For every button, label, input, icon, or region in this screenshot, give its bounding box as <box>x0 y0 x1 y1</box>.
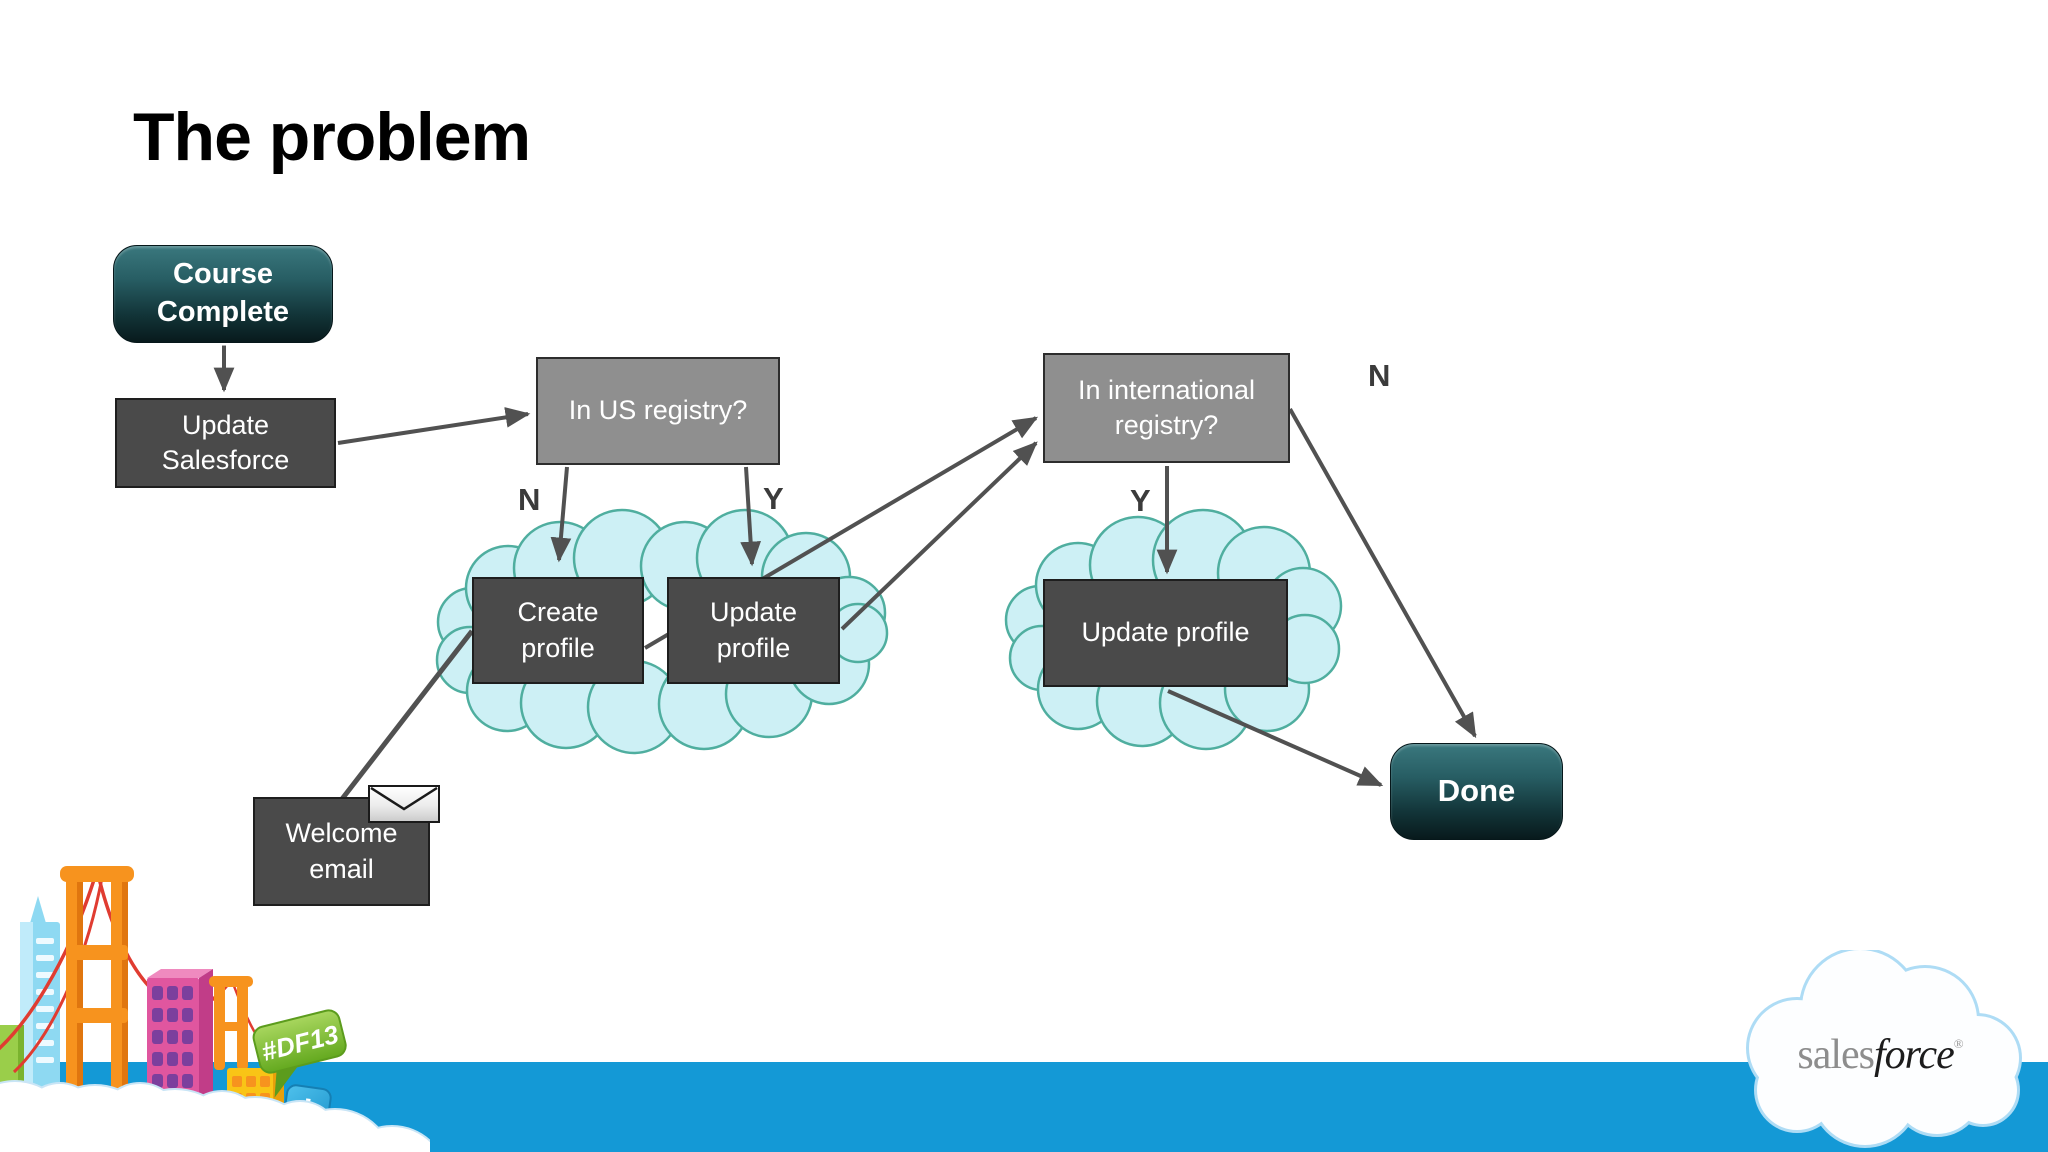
node-intl-registry: In international registry? <box>1043 353 1290 463</box>
small-bridge-tower <box>209 976 253 1070</box>
node-update-salesforce: Update Salesforce <box>115 398 336 488</box>
node-done: Done <box>1390 743 1563 840</box>
node-create-profile: Create profile <box>472 577 644 684</box>
logo-text-force: force <box>1874 1032 1954 1078</box>
svg-text:salesforce®: salesforce® <box>1797 1032 1963 1078</box>
node-us-registry: In US registry? <box>536 357 780 465</box>
arrow-usreg-y-update <box>740 466 761 567</box>
page-title: The problem <box>133 99 531 175</box>
dreamforce-city-illustration: #DF13 + <box>0 866 430 1152</box>
df13-badge: #DF13 <box>252 1009 347 1098</box>
arrow-intlreg-n-done <box>1288 408 1477 739</box>
bridge-tower <box>0 866 283 1122</box>
flow-arrows <box>213 345 1477 801</box>
line-welcome-to-create <box>340 629 474 801</box>
node-update-profile-us: Update profile <box>667 577 840 684</box>
arrow-usreg-n-create <box>550 466 572 563</box>
node-course-complete: Course Complete <box>113 245 333 343</box>
logo-text-sales: sales <box>1797 1032 1874 1078</box>
arrow-update-to-intlreg <box>840 441 1038 631</box>
branch-label-intl-yes: Y <box>1130 483 1151 518</box>
branch-label-us-yes: Y <box>763 481 784 516</box>
salesforce-logo: salesforce® <box>1746 950 2022 1148</box>
logo-trademark: ® <box>1954 1036 1964 1051</box>
branch-label-us-no: N <box>518 482 541 517</box>
envelope-icon <box>368 785 440 823</box>
blue-skyscraper <box>20 896 60 1092</box>
arrow-updateintl-to-done <box>1167 689 1384 787</box>
branch-label-intl-no: N <box>1368 358 1391 393</box>
node-update-profile-intl: Update profile <box>1043 579 1288 687</box>
arrow-updatesf-to-usreg <box>337 407 531 445</box>
city-cloud-band <box>0 1080 430 1152</box>
